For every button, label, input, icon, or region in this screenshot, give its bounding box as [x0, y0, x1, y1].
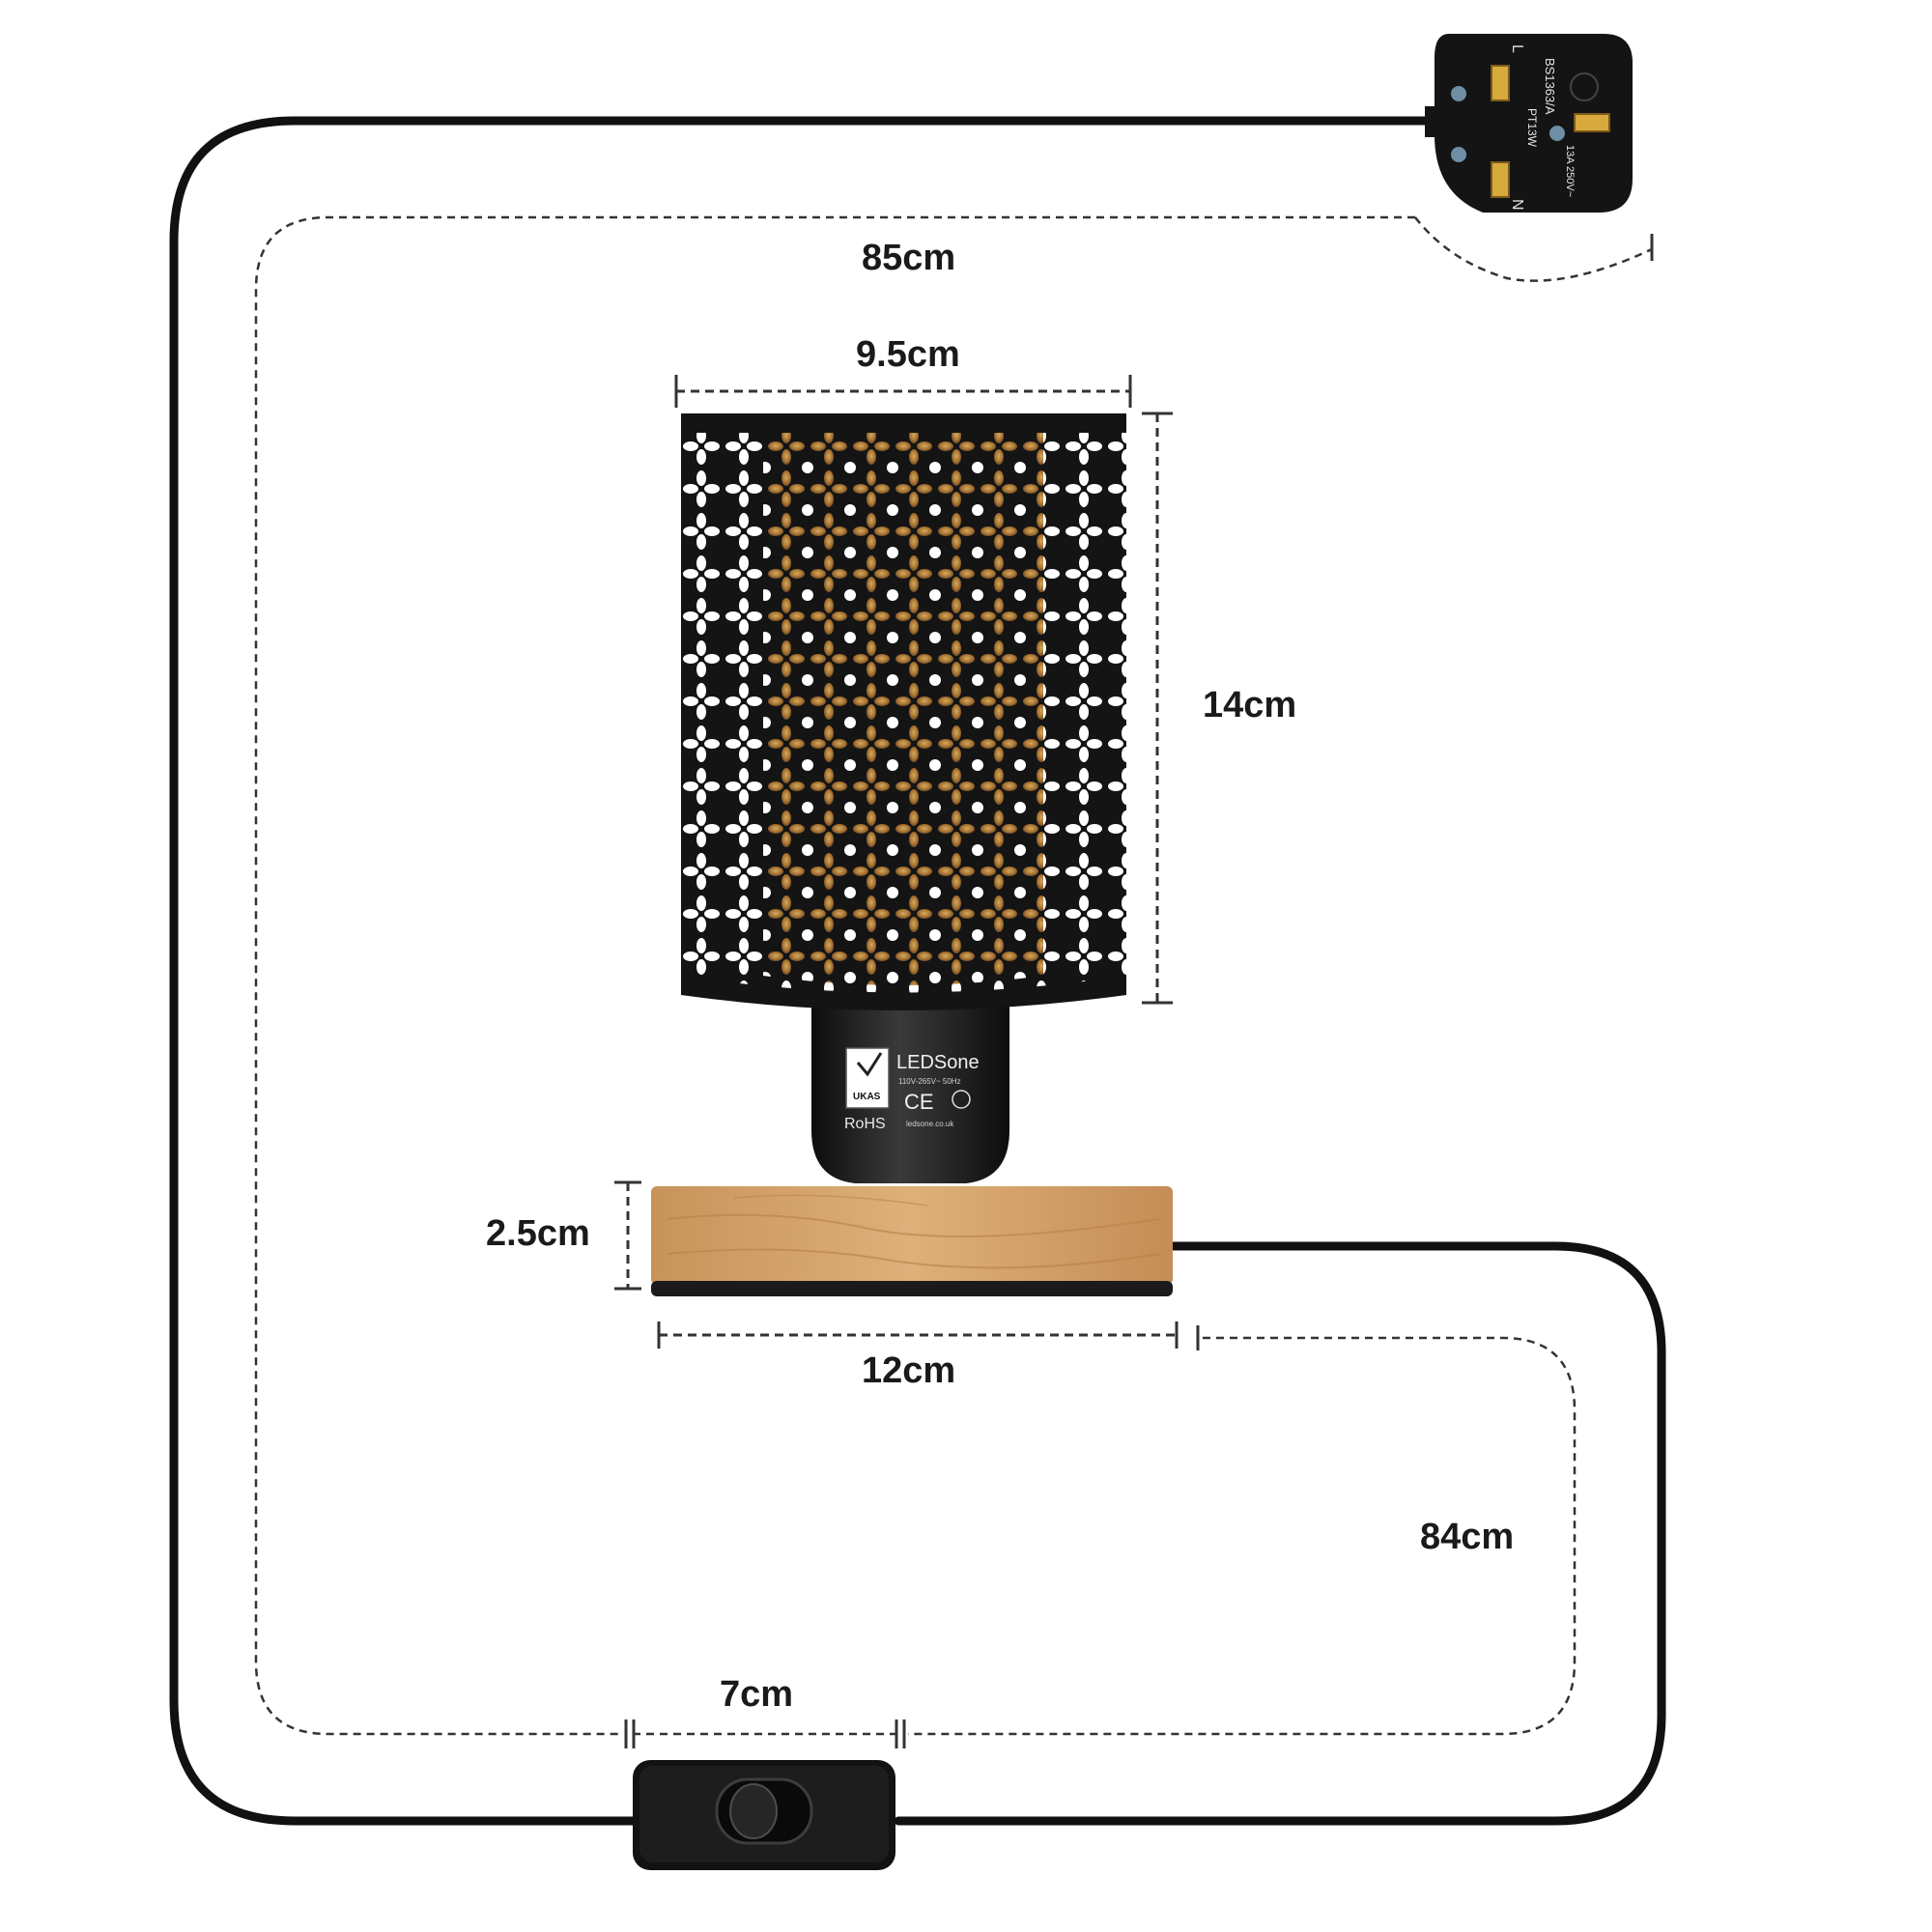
holder-brand-label: LEDSone	[896, 1052, 980, 1073]
dimension-label-base-height: 2.5cm	[486, 1213, 590, 1254]
dimension-label-base-width: 12cm	[862, 1350, 956, 1391]
holder-site-label: ledsone.co.uk	[906, 1120, 954, 1128]
holder-rohs-label: RoHS	[844, 1116, 886, 1132]
lamp-shade	[681, 413, 1126, 1010]
plug-rating-label: 13A 250V~	[1564, 145, 1576, 197]
holder-ukas-label: UKAS	[853, 1092, 881, 1102]
dimension-label-shade-width: 9.5cm	[856, 334, 960, 375]
dashed-guide-bottom-cable	[908, 1336, 1577, 1736]
plug-fuse-label: PT13W	[1525, 108, 1539, 148]
plug-pin-l-label: L	[1509, 44, 1525, 53]
bulb-holder: UKAS RoHS LEDSone 110V-265V~ 50Hz CE led…	[811, 995, 1009, 1183]
dimension-label-cable-bottom: 84cm	[1420, 1517, 1515, 1557]
holder-rating-label: 110V-265V~ 50Hz	[898, 1077, 961, 1086]
dimension-label-switch: 7cm	[720, 1674, 794, 1715]
plug-icon: BS1363/A PT13W 13A 250V~ L N	[1425, 34, 1633, 213]
dimension-label-shade-height: 14cm	[1203, 685, 1297, 725]
dimension-label-cable-top: 85cm	[862, 238, 956, 278]
power-cable	[169, 116, 1666, 1826]
dashed-guide-plug-curve	[1414, 216, 1653, 282]
plug-pin-n-label: N	[1509, 199, 1525, 211]
holder-ce-label: CE	[904, 1090, 934, 1114]
plug-standard-label: BS1363/A	[1543, 58, 1557, 115]
switch-icon	[633, 1760, 895, 1870]
lamp-base	[651, 1186, 1173, 1296]
